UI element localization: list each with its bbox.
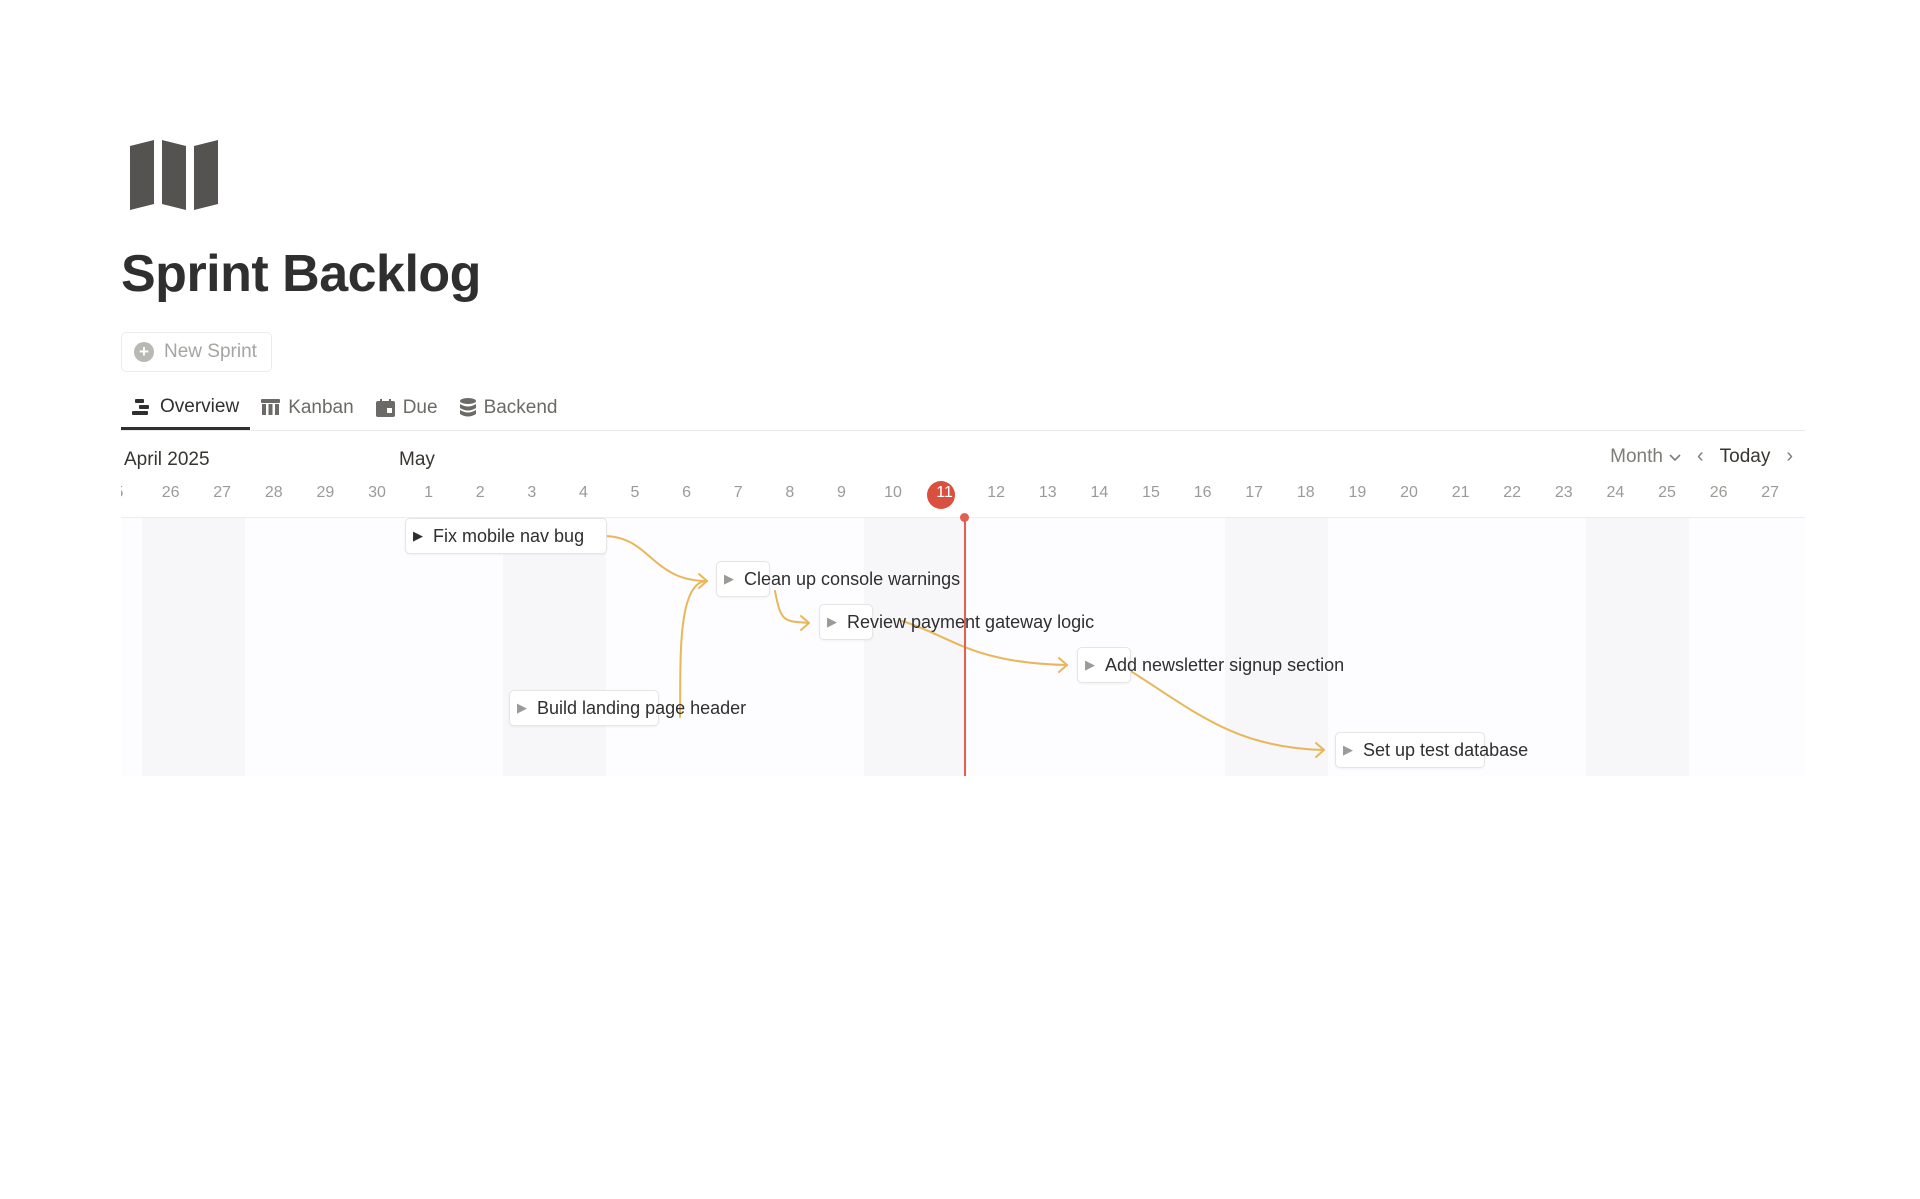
expand-icon[interactable]: ▶ (1085, 657, 1095, 672)
day-label: 2 (475, 484, 485, 501)
month-label: April 2025 (124, 449, 210, 470)
task-label: Set up test database (1363, 739, 1529, 760)
day-label: 1 (424, 484, 434, 501)
task-label: Clean up console warnings (744, 568, 961, 589)
task-item[interactable]: ▶ Set up test database (1335, 732, 1528, 768)
today-marker (927, 481, 955, 509)
expand-icon[interactable]: ▶ (413, 528, 423, 543)
calendar-icon (375, 398, 395, 417)
task-item[interactable]: ▶ Clean up console warnings (716, 561, 960, 597)
day-label: 26 (161, 484, 180, 501)
day-label: 21 (1451, 484, 1470, 501)
day-label: 27 (213, 484, 232, 501)
chevron-down-icon (1669, 446, 1681, 468)
weekend-shade (142, 518, 245, 776)
page-title: Sprint Backlog (121, 245, 481, 303)
tab-overview[interactable]: Overview (121, 386, 251, 430)
day-label: 14 (1090, 484, 1109, 501)
timeline-controls: Month ‹ Today › (1610, 445, 1793, 468)
new-sprint-label: New Sprint (164, 341, 257, 362)
task-bar[interactable] (509, 690, 659, 726)
tab-backend[interactable]: Backend (449, 386, 569, 429)
day-label: 7 (733, 484, 743, 501)
expand-icon[interactable]: ▶ (827, 614, 837, 629)
timeline-icon (132, 398, 152, 416)
scale-label: Month (1610, 445, 1663, 467)
day-label: 28 (264, 484, 283, 501)
task-item[interactable]: ▶ Fix mobile nav bug (405, 518, 607, 554)
tab-kanban[interactable]: Kanban (250, 386, 365, 429)
task-bar[interactable] (716, 561, 770, 597)
day-label: 3 (527, 484, 537, 501)
day-label: 12 (987, 484, 1006, 501)
day-label: 25 (1658, 484, 1676, 501)
weekend-shade (1586, 518, 1689, 776)
day-label: 19 (1348, 484, 1367, 501)
day-label: 16 (1193, 484, 1212, 501)
expand-icon[interactable]: ▶ (517, 700, 527, 715)
day-label: 5 (121, 481, 139, 505)
today-button[interactable]: Today (1719, 445, 1771, 467)
task-item[interactable]: ▶ Add newsletter signup section (1077, 647, 1344, 683)
day-label: 29 (316, 484, 335, 501)
tab-label: Backend (483, 396, 558, 418)
scale-select[interactable]: Month (1610, 446, 1681, 468)
day-label: 24 (1606, 484, 1625, 501)
day-label: 23 (1554, 484, 1573, 501)
map-icon (128, 140, 220, 210)
timeline-view: April 2025 May Month ‹ Today › 526272829… (121, 431, 1805, 776)
task-bar[interactable] (1335, 732, 1485, 768)
day-label: 9 (836, 484, 846, 501)
day-label: 13 (1038, 484, 1057, 501)
day-label: 8 (785, 484, 795, 501)
day-label: 20 (1400, 484, 1418, 501)
expand-icon[interactable]: ▶ (724, 571, 734, 586)
task-bar[interactable] (1077, 647, 1131, 683)
task-label: Build landing page header (537, 697, 747, 718)
view-tabs: Overview Kanban Due Backend (121, 386, 1805, 431)
chevron-right-icon[interactable]: › (1786, 445, 1793, 467)
weekend-shade (503, 518, 606, 776)
plus-icon: + (134, 342, 154, 362)
task-item[interactable]: ▶ Build landing page header (509, 690, 746, 726)
day-label: 22 (1503, 484, 1522, 501)
day-label: 26 (1709, 484, 1728, 501)
task-bar[interactable] (405, 518, 607, 554)
day-label: 11 (936, 484, 953, 501)
day-label: 4 (578, 484, 588, 501)
tab-label: Kanban (288, 396, 354, 418)
task-label: Fix mobile nav bug (433, 525, 585, 546)
day-label: 27 (1761, 484, 1780, 501)
day-label: 10 (884, 484, 902, 501)
weekend-shade (1225, 518, 1328, 776)
tab-label: Overview (160, 395, 240, 417)
day-label: 5 (630, 484, 640, 501)
task-item[interactable]: ▶ Review payment gateway logic (819, 604, 1094, 640)
day-label: 6 (682, 484, 692, 501)
task-label: Review payment gateway logic (847, 611, 1095, 632)
day-header: 5262728293012345678910111213141516171819… (121, 481, 1805, 505)
dependency-arrows (602, 535, 1325, 758)
day-label: 18 (1296, 484, 1315, 501)
timeline-grid: ▶ Fix mobile nav bug ▶ Clean up console … (121, 513, 1805, 776)
task-label: Add newsletter signup section (1105, 654, 1345, 675)
tab-due[interactable]: Due (365, 386, 449, 429)
expand-icon[interactable]: ▶ (1343, 742, 1353, 757)
day-label: 30 (368, 484, 386, 501)
task-bar[interactable] (819, 604, 873, 640)
database-icon (459, 398, 476, 417)
day-label: 17 (1245, 484, 1264, 501)
month-label: May (399, 449, 435, 470)
new-sprint-button[interactable]: + New Sprint (121, 332, 272, 372)
tab-label: Due (402, 396, 438, 418)
weekend-shade (864, 518, 967, 776)
board-icon (261, 399, 281, 416)
today-line (964, 518, 966, 776)
day-label: 15 (1142, 484, 1160, 501)
chevron-left-icon[interactable]: ‹ (1696, 445, 1704, 467)
today-line-dot (960, 513, 969, 522)
